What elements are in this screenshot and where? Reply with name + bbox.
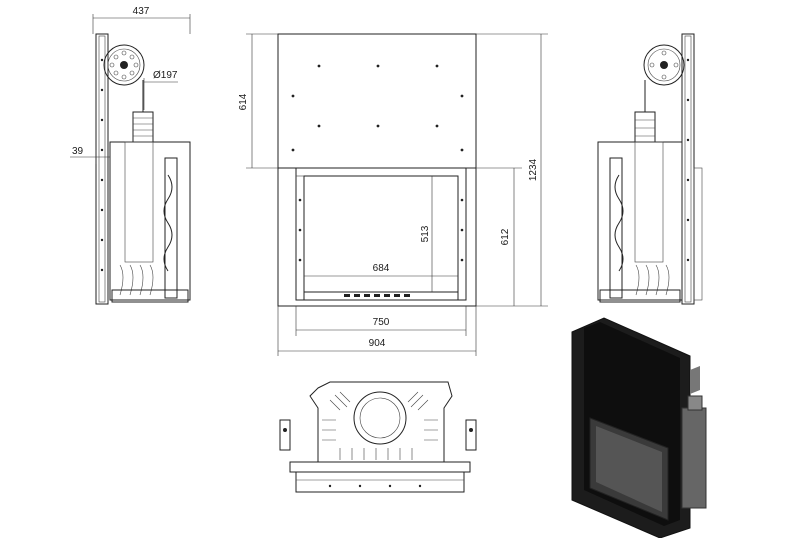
dim-total-width-label: 904 [369,338,386,349]
vent-slots [344,294,410,297]
housing-rivets [291,64,464,152]
top-plan-view [279,381,477,493]
dim-glass-height-label: 513 [420,225,431,242]
dim-depth-label: 437 [133,6,150,17]
dim-door-height-label: 612 [500,228,511,245]
back-panel-rivets [100,58,104,272]
plan-ribs [322,391,438,460]
dim-upper-height-label: 614 [238,93,249,110]
dim-door-width-label: 750 [373,317,390,328]
left-side-view: 437 [70,6,191,305]
dim-total-height-label: 1234 [528,158,539,181]
dim-side-offset-label: 39 [72,146,84,157]
dim-flue-diameter-label: Ø197 [153,70,178,81]
front-view: 614 684 513 61 [238,33,548,356]
dim-glass-width-label: 684 [373,263,390,274]
perspective-view [571,317,707,538]
right-side-view [597,33,703,305]
flue-collar-wheel [103,44,145,86]
